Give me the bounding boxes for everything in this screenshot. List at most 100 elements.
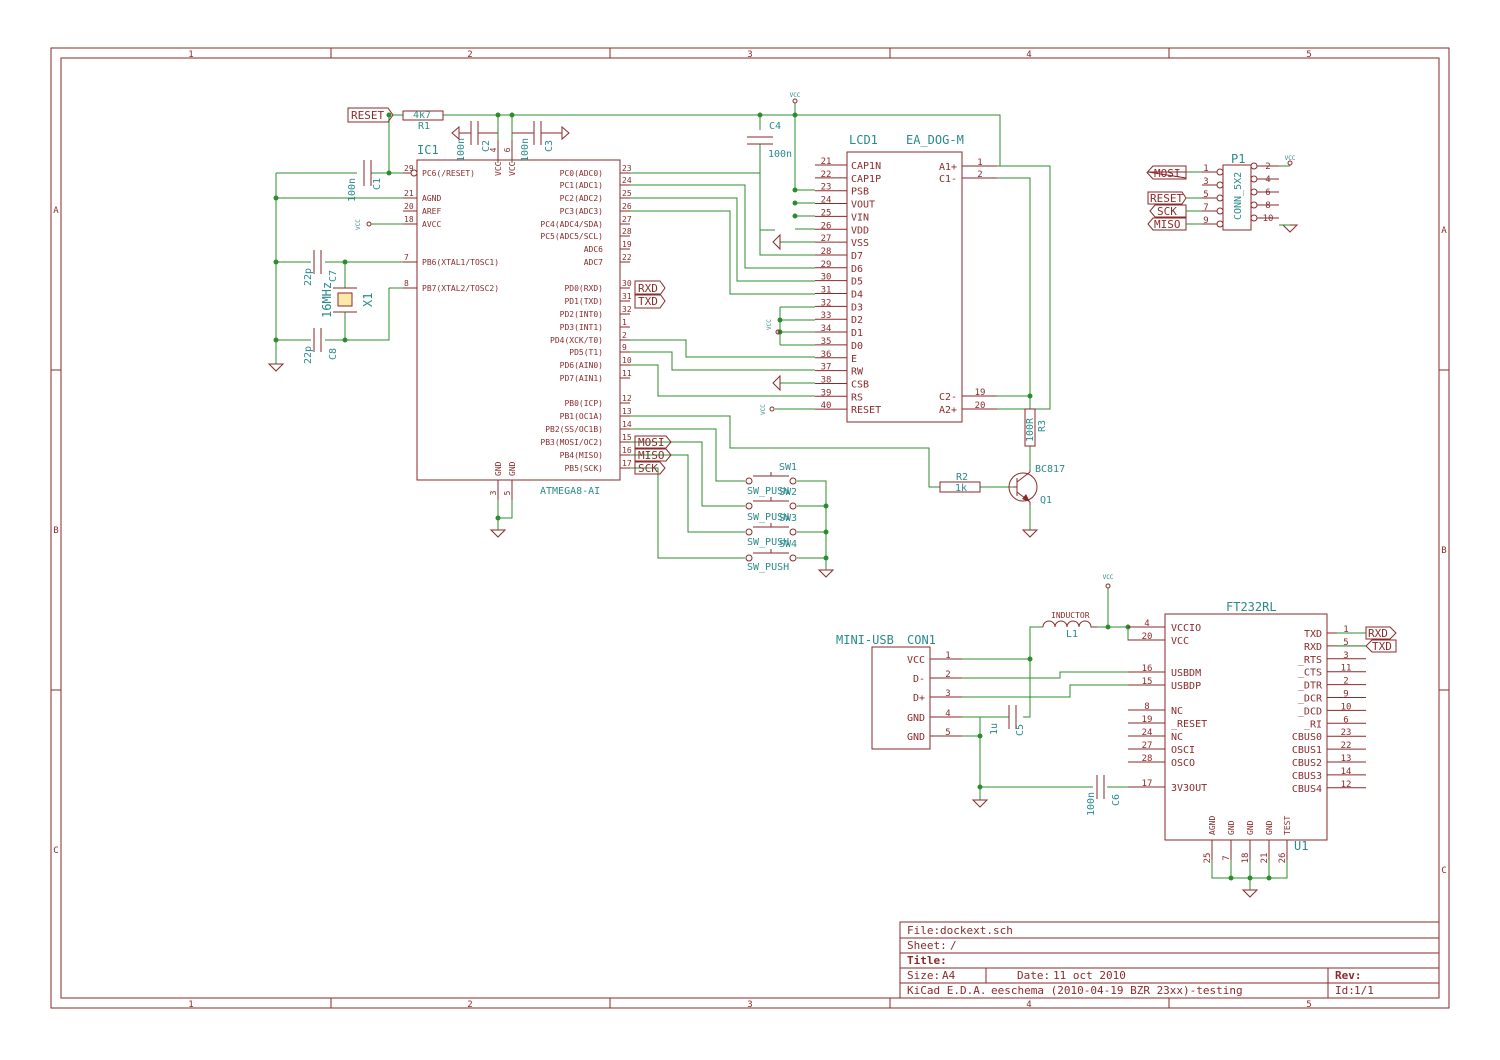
capacitor-c7[interactable]: C7 22p xyxy=(303,250,339,286)
pin-name: PD3(INT1) xyxy=(560,323,603,332)
pin-number: 15 xyxy=(1142,677,1153,687)
pin-number: 8 xyxy=(404,279,409,288)
vcc-symbol: VCC xyxy=(760,404,775,415)
pin-number: 6 xyxy=(1265,188,1270,198)
label-miso: MISO xyxy=(634,448,672,462)
c8-ref: C8 xyxy=(328,348,339,360)
pin-number: 36 xyxy=(821,350,832,360)
pin-number: 20 xyxy=(404,202,414,211)
pin-number: 35 xyxy=(821,337,832,347)
frame-row-labels-right: A B C xyxy=(1441,226,1447,876)
crystal-x1[interactable]: X1 16MHz xyxy=(320,282,375,318)
label-p1-miso: MISO xyxy=(1147,217,1187,231)
sw1-ref: SW1 xyxy=(779,462,797,473)
col-label: 1 xyxy=(188,1000,193,1010)
svg-text:RXD: RXD xyxy=(638,282,658,295)
pin-name: VCCIO xyxy=(1171,623,1201,634)
inductor-l1[interactable]: INDUCTOR L1 xyxy=(1042,611,1097,640)
pin-number: 7 xyxy=(1203,203,1208,213)
pin-name: D+ xyxy=(913,693,925,704)
pin-name: AVCC xyxy=(422,220,441,229)
capacitor-c2[interactable]: C2 100n xyxy=(451,121,498,162)
switch-sw3[interactable]: SW3 SW_PUSH xyxy=(745,513,797,548)
pin-name: RS xyxy=(851,392,863,403)
title-label: Title: xyxy=(907,954,947,967)
file-name: dockext.sch xyxy=(940,924,1013,937)
pin-number: 6 xyxy=(1343,715,1348,725)
ic1-pin-num: 6 xyxy=(503,147,512,152)
label-p1-mosi: MOSI xyxy=(1146,165,1187,180)
capacitor-c1[interactable]: C1 100n xyxy=(347,160,383,202)
pin-name: PB0(ICP) xyxy=(564,399,603,408)
sw2-value: SW_PUSH xyxy=(747,512,789,523)
pin-number: 22 xyxy=(821,170,832,180)
capacitor-c8[interactable]: C8 22p xyxy=(303,328,339,364)
label-ft-txd: TXD xyxy=(1365,639,1397,653)
ic1-pin-name: VCC xyxy=(494,161,503,176)
resistor-r3[interactable]: 100R R3 xyxy=(1024,408,1048,447)
pin-number: 24 xyxy=(1142,728,1153,738)
col-label: 5 xyxy=(1306,1000,1311,1010)
pin-name: PSB xyxy=(851,187,869,198)
pin-name: NC xyxy=(1171,706,1183,717)
col-label: 3 xyxy=(747,50,752,60)
col-label: 4 xyxy=(1026,1000,1031,1010)
pin-name: OSCI xyxy=(1171,745,1195,756)
vcc-symbol: VCC xyxy=(1103,574,1114,589)
pin-name: OSCO xyxy=(1171,758,1195,769)
pin-number: 21 xyxy=(1260,853,1270,864)
svg-text:VCC: VCC xyxy=(790,92,801,99)
pin-number: 22 xyxy=(1341,741,1352,751)
ic1-value: ATMEGA8-AI xyxy=(540,486,600,497)
vcc-symbol: VCC xyxy=(355,219,403,230)
switch-sw4[interactable]: SW4 SW_PUSH xyxy=(745,539,797,573)
tool-name: KiCad E.D.A. xyxy=(907,984,986,997)
ic1-atmega8[interactable]: IC1 ATMEGA8-AI 29PC6(/RESET)21AGND20AREF… xyxy=(403,140,632,500)
row-label: A xyxy=(1441,226,1447,236)
pin-number: 28 xyxy=(821,247,832,257)
c3-ref: C3 xyxy=(544,140,555,152)
svg-text:RXD: RXD xyxy=(1368,627,1388,640)
capacitor-c3[interactable]: C3 100n xyxy=(512,121,570,162)
pin-name: USBDM xyxy=(1171,668,1201,679)
ground-icon xyxy=(489,529,507,538)
resistor-r2[interactable]: R2 1k xyxy=(939,472,981,494)
r3-value: 100R xyxy=(1025,417,1036,442)
pin-number: 10 xyxy=(1263,214,1274,224)
pin-number: 1 xyxy=(977,158,982,168)
pin-number: 5 xyxy=(945,728,950,738)
pin-name: D7 xyxy=(851,251,863,262)
resistor-r1[interactable]: 4k7 R1 xyxy=(402,110,444,132)
ground-icon xyxy=(772,374,781,392)
svg-text:RESET: RESET xyxy=(1150,192,1183,205)
pin-number: 27 xyxy=(622,215,632,224)
tool-version: eeschema (2010-04-19 BZR 23xx)-testing xyxy=(991,984,1243,997)
capacitor-c4[interactable]: C4 100n xyxy=(747,121,792,160)
pin-name: 3V3OUT xyxy=(1171,783,1207,794)
pin-number: 13 xyxy=(1341,754,1352,764)
svg-text:RESET: RESET xyxy=(351,109,384,122)
pin-name: PD4(XCK/T0) xyxy=(550,336,603,345)
pin-name: C2- xyxy=(939,392,957,403)
sw2-ref: SW2 xyxy=(779,487,797,498)
date-value: 11 oct 2010 xyxy=(1053,969,1126,982)
pin-name: _DTR xyxy=(1298,681,1323,692)
pin-name: CBUS4 xyxy=(1292,784,1322,795)
pin-name: _RESET xyxy=(1171,719,1207,730)
capacitor-c5[interactable]: C5 1u xyxy=(989,705,1026,736)
switch-sw2[interactable]: SW2 SW_PUSH xyxy=(745,487,797,523)
row-label: C xyxy=(53,846,58,856)
q1-value: BC817 xyxy=(1035,464,1065,475)
pin-name: _DCR xyxy=(1298,694,1323,705)
capacitor-c6[interactable]: C6 100n xyxy=(1086,775,1122,816)
pin-number: 5 xyxy=(1203,190,1208,200)
lcd1-ref: LCD1 xyxy=(849,133,878,147)
pin-name: PB7(XTAL2/TOSC2) xyxy=(422,284,499,293)
transistor-q1[interactable]: BC817 Q1 xyxy=(1008,464,1065,506)
svg-text:VCC: VCC xyxy=(766,319,773,330)
switch-sw1[interactable]: SW1 SW_PUSH xyxy=(745,462,797,497)
